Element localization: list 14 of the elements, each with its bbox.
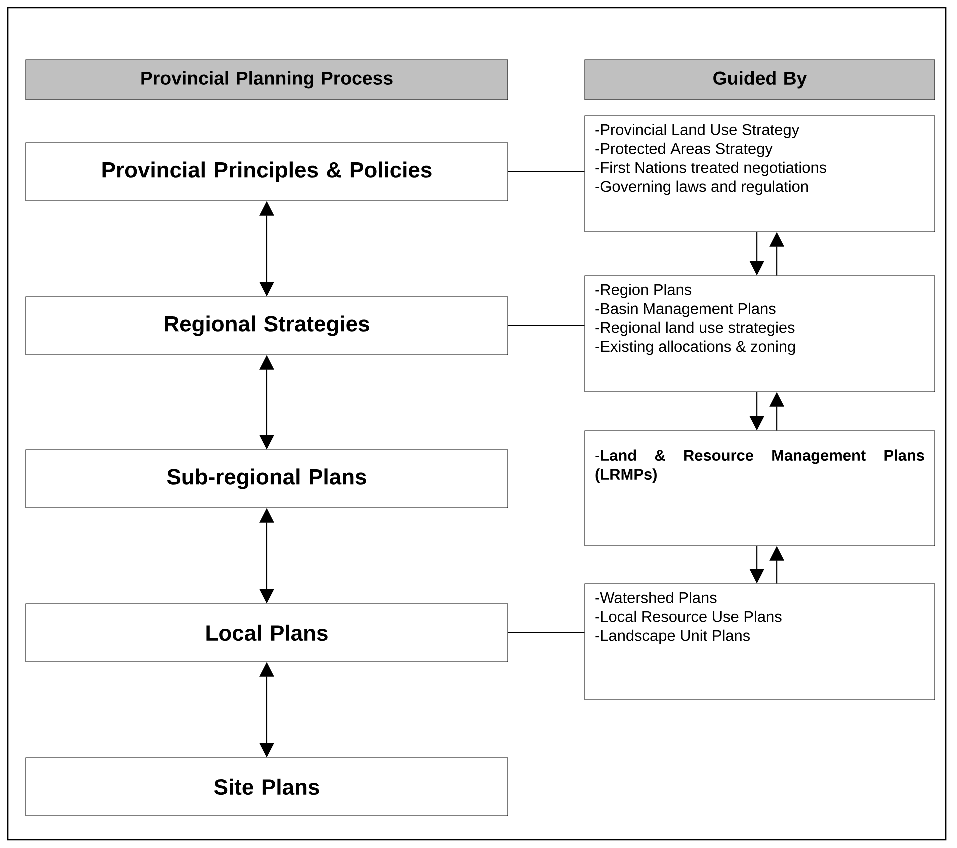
guidance-box: -Watershed Plans -Local Resource Use Plans -Landscape Unit Plans: [584, 584, 936, 700]
column-header: Provincial Planning Process: [26, 60, 508, 100]
process-box: Sub-regional Plans: [26, 450, 508, 508]
guidance-box: -Region Plans -Basin Management Plans -Regional land use strategies -Existing allocations & zoning: [584, 276, 936, 392]
connector-line: [508, 171, 585, 173]
process-box: Local Plans: [26, 604, 508, 662]
connector-line: [508, 325, 585, 327]
guidance-box: -Provincial Land Use Strategy -Protected Areas Strategy -First Nations treated negotiations -Governing laws and regulation: [584, 116, 936, 232]
process-box: Regional Strategies: [26, 296, 508, 356]
connector-line: [508, 632, 585, 634]
column-header: Guided By: [584, 60, 936, 100]
guidance-box: -Land & Resource Management Plans (LRMPs): [584, 430, 936, 546]
process-box: Site Plans: [26, 758, 508, 816]
process-box: Provincial Principles & Policies: [26, 142, 508, 202]
